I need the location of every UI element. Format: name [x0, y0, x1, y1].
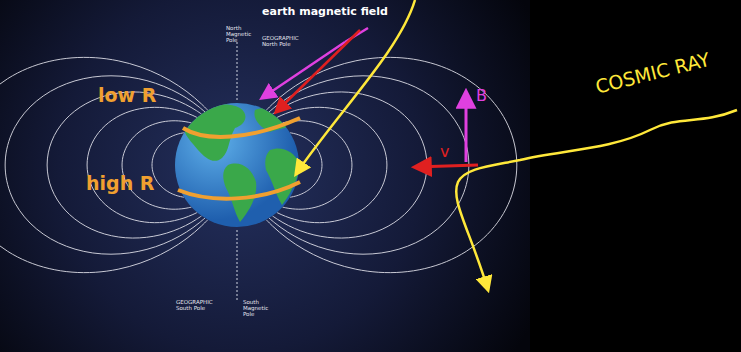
axis-line: [237, 230, 238, 300]
field-line: [5, 76, 205, 254]
b-vector: [465, 92, 468, 162]
latitude-band: [178, 182, 300, 199]
vector-label: B: [476, 88, 487, 105]
field-arrow: [262, 42, 345, 98]
pole-label: GEOGRAPHIC North Pole: [262, 36, 312, 48]
background-panel: [0, 0, 530, 352]
region-label: high R: [86, 174, 154, 194]
pole-label: South Magnetic Pole: [243, 300, 273, 317]
region-label: low R: [98, 86, 156, 106]
cosmic-ray-path: [456, 110, 737, 290]
cosmic-ray-path: [296, 0, 415, 174]
v-vector: [415, 165, 478, 167]
diagram-title: earth magnetic field: [262, 6, 388, 18]
pole-label: North Magnetic Pole: [226, 26, 256, 43]
vector-label: v: [440, 144, 449, 161]
earth-globe: [175, 99, 300, 227]
field-lines: [0, 57, 517, 272]
cosmic-ray-label: COSMIC RAY: [594, 50, 712, 98]
axis-line: [237, 42, 238, 100]
pole-label: GEOGRAPHIC South Pole: [176, 300, 226, 312]
latitude-band: [183, 118, 300, 137]
